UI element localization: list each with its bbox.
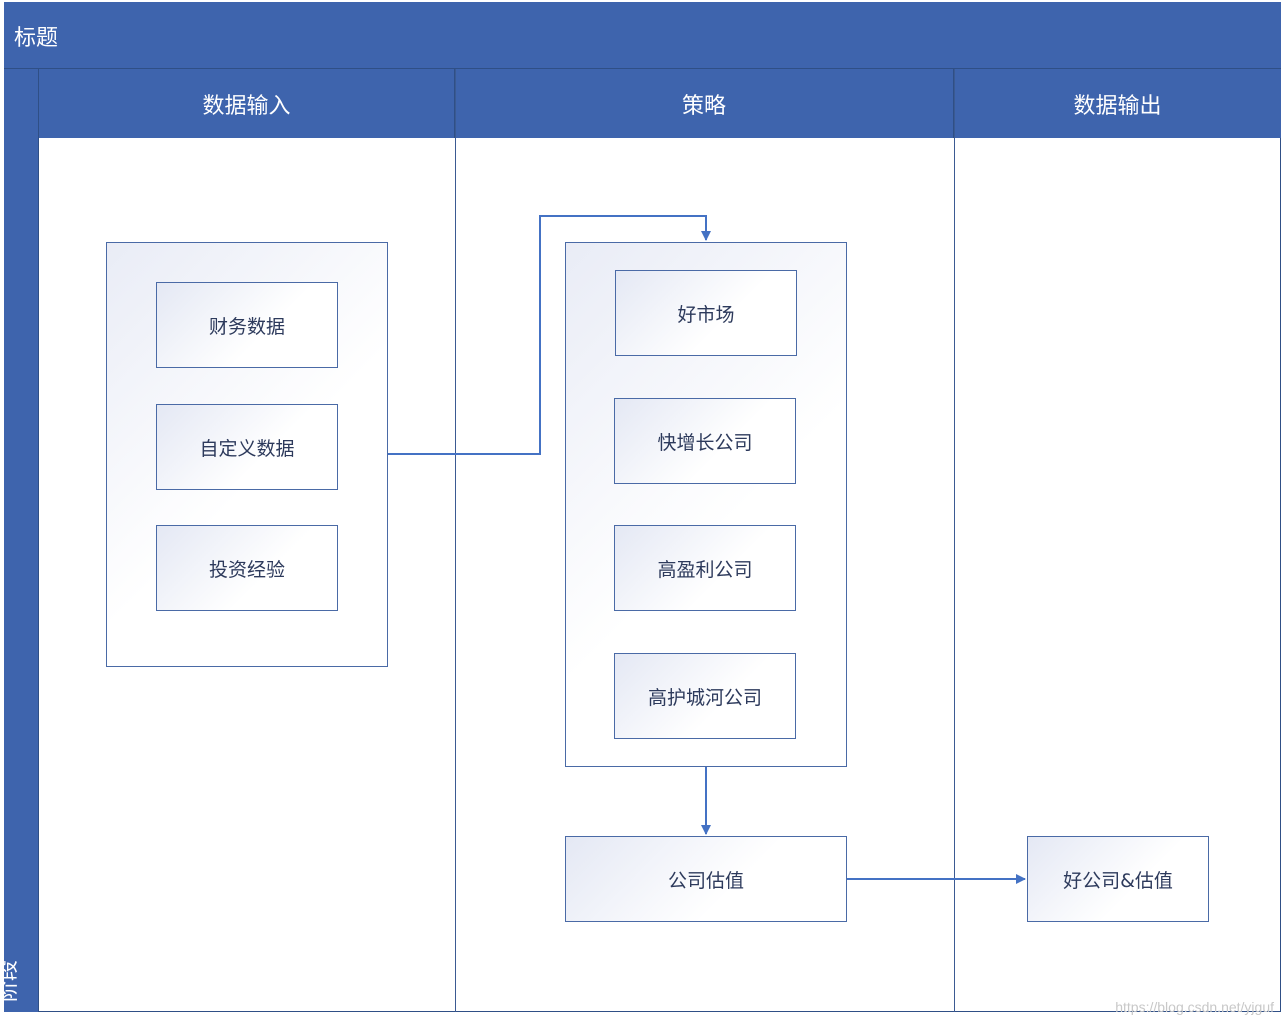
diagram-title: 标题 xyxy=(14,26,59,51)
lane-header-strategy: 策略 xyxy=(455,69,954,138)
stage-label: 阶段 xyxy=(0,960,20,1002)
lane-header-input: 数据输入 xyxy=(39,69,455,138)
node-good-company-valuation: 好公司&估值 xyxy=(1027,836,1209,922)
lane-header-output: 数据输出 xyxy=(954,69,1281,138)
lane-divider xyxy=(455,69,456,1012)
node-good-market: 好市场 xyxy=(615,270,797,356)
node-financial-data: 财务数据 xyxy=(156,282,338,368)
node-high-moat: 高护城河公司 xyxy=(614,653,796,739)
node-investment-experience: 投资经验 xyxy=(156,525,338,611)
watermark: https://blog.csdn.net/yjguf xyxy=(1115,999,1274,1015)
title-bar: 标题 xyxy=(4,2,1281,69)
lane-divider xyxy=(954,69,955,1012)
node-high-profit: 高盈利公司 xyxy=(614,525,796,611)
stage-bar: 阶段 xyxy=(0,69,39,1012)
node-custom-data: 自定义数据 xyxy=(156,404,338,490)
node-company-valuation: 公司估值 xyxy=(565,836,847,922)
node-fast-growth: 快增长公司 xyxy=(614,398,796,484)
